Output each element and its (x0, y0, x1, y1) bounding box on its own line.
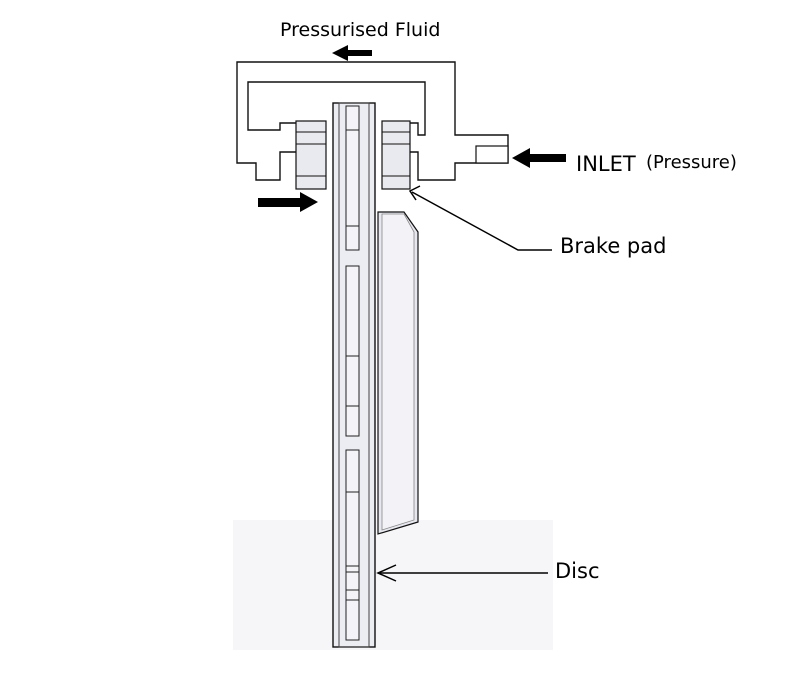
disc-vent-slot (345, 105, 360, 251)
disc-leader (376, 564, 548, 582)
fluid-flow-arrow (332, 45, 372, 61)
left-piston (295, 120, 327, 190)
brake-pad-leader (408, 185, 552, 251)
inlet-arrow (512, 148, 566, 168)
inlet-pressure-note: (Pressure) (646, 152, 737, 173)
disc (332, 102, 376, 648)
brake-pad-face (381, 213, 415, 531)
pressurised-fluid-label: Pressurised Fluid (280, 19, 441, 41)
inlet-port (475, 145, 509, 164)
disc-vent-slot (345, 449, 360, 641)
right-piston (381, 120, 411, 190)
background-shade (233, 520, 553, 650)
disc-inner (338, 102, 370, 648)
inlet-label: INLET (576, 152, 636, 176)
piston-push-arrow (258, 192, 318, 212)
disc-vent-slot (345, 265, 360, 437)
brake-pad-label: Brake pad (560, 234, 667, 258)
disc-label: Disc (555, 559, 600, 583)
caliper-housing (236, 61, 509, 190)
